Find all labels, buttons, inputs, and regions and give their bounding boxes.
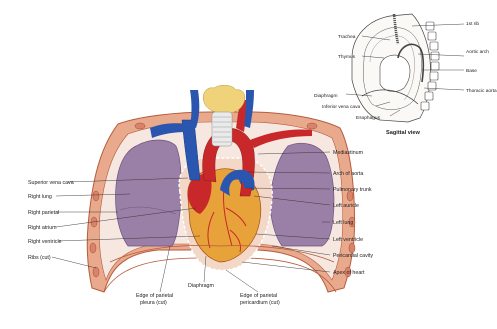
label-thymus: Thymus xyxy=(338,54,356,60)
thyroid-gland xyxy=(203,85,245,113)
right-lung xyxy=(116,140,182,246)
label-pericardial-cavity: Pericardial cavity xyxy=(333,253,373,259)
sagittal-view: Trachea Thymus Diaphragm Inferior vena c… xyxy=(314,14,497,136)
label-superior-vena-cava: Superior vena cava xyxy=(28,180,74,186)
label-edge-parietal-pericardium-1: Edge of parietal xyxy=(240,293,277,299)
label-trachea: Trachea xyxy=(338,34,356,40)
label-aortic-arch: Aortic arch xyxy=(466,49,489,55)
frontal-view: Superior vena cava Right lung Right pari… xyxy=(28,85,373,306)
label-edge-parietal-pleura-1: Edge of parietal xyxy=(136,293,173,299)
label-left-ventricle: Left ventricle xyxy=(333,237,363,243)
label-thoracic-aorta: Thoracic aorta xyxy=(466,88,497,94)
label-mediastinum: Mediastinum xyxy=(333,150,364,156)
label-right-parietal: Right parietal xyxy=(28,210,59,216)
label-diaphragm: Diaphragm xyxy=(188,283,214,289)
label-right-ventricle: Right ventricle xyxy=(28,239,62,245)
label-aortic-arch-1: Aortic arch xyxy=(466,49,489,55)
label-left-lung: Left lung xyxy=(333,220,353,226)
label-pulmonary-trunk: Pulmonary trunk xyxy=(333,187,372,193)
label-left-auricle: Left auricle xyxy=(333,203,359,209)
label-right-lung: Right lung xyxy=(28,194,52,200)
label-arch-of-aorta: Arch of aorta xyxy=(333,171,363,177)
label-apex-of-heart: Apex of heart xyxy=(333,270,365,276)
label-first-rib: 1st rib xyxy=(466,21,479,27)
label-right-atrium: Right atrium xyxy=(28,225,57,231)
label-inferior-vena-cava: Inferior vena cava xyxy=(322,104,360,110)
sagittal-heart xyxy=(380,55,410,91)
label-base: Base xyxy=(466,68,477,74)
sagittal-view-title: Sagittal view xyxy=(386,130,421,136)
label-edge-parietal-pleura-2: pleura (cut) xyxy=(140,300,167,306)
label-sagittal-diaphragm: Diaphragm xyxy=(314,93,337,99)
label-edge-parietal-pericardium-2: pericardium (cut) xyxy=(240,300,280,306)
label-esophagus: Esophagus xyxy=(356,115,381,121)
label-ribs: Ribs (cut) xyxy=(28,255,51,261)
trachea xyxy=(212,112,232,146)
